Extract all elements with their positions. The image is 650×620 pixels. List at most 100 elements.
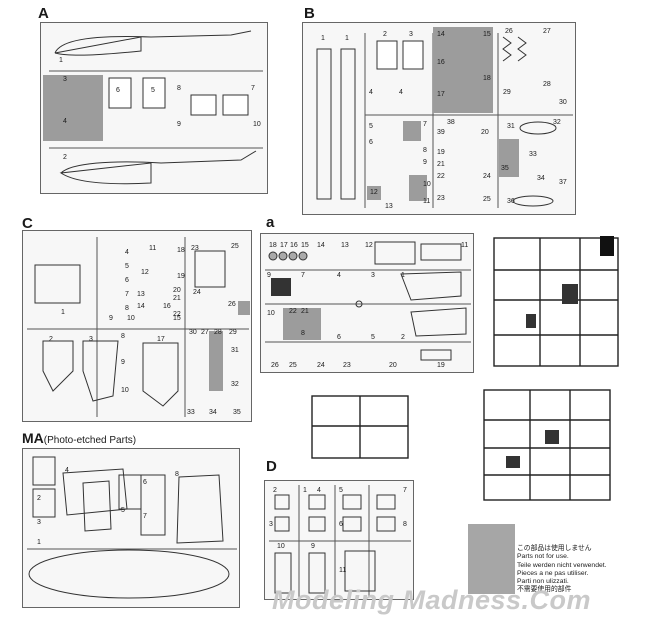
part-label: 7 xyxy=(423,121,427,128)
section-letter-c: C xyxy=(22,215,33,232)
sprue-ma-drawing xyxy=(27,456,237,599)
part-label: 9 xyxy=(267,272,271,279)
part-label: 26 xyxy=(228,301,236,308)
section-letter-a: A xyxy=(38,5,49,22)
part-label: 22 xyxy=(437,173,445,180)
sprue-frame-c: 1 4 5 6 7 8 9 10 11 12 13 14 15 16 18 19… xyxy=(22,230,252,422)
part-label: 19 xyxy=(437,362,445,369)
part-label: 4 xyxy=(125,249,129,256)
watermark: Modeling Madness.Com xyxy=(272,585,592,615)
part-label: 13 xyxy=(341,242,349,249)
part-label: 9 xyxy=(311,543,315,550)
part-label: 8 xyxy=(177,85,181,92)
sprue-d-drawing xyxy=(269,485,411,597)
sprue-frame-b: 1 1 2 3 4 4 14 15 16 18 17 26 27 28 29 3… xyxy=(302,22,576,215)
sprue-frame-ma: 4 2 3 1 5 6 7 8 xyxy=(22,448,240,608)
part-label: 35 xyxy=(501,165,509,172)
part-label: 2 xyxy=(49,336,53,343)
part-label: 3 xyxy=(89,336,93,343)
part-label: 7 xyxy=(251,85,255,92)
part-label: 23 xyxy=(343,362,351,369)
section-letter-ma: MA xyxy=(22,430,44,446)
part-label: 7 xyxy=(143,513,147,520)
part-label: 28 xyxy=(543,81,551,88)
part-label: 10 xyxy=(127,315,135,322)
part-label: 15 xyxy=(173,315,181,322)
part-label: 7 xyxy=(301,272,305,279)
part-label: 3 xyxy=(371,272,375,279)
part-label: 1 xyxy=(61,309,65,316)
part-label: 1 xyxy=(37,539,41,546)
part-label: 18 xyxy=(177,247,185,254)
part-label: 34 xyxy=(537,175,545,182)
part-label: 4 xyxy=(399,89,403,96)
part-label: 6 xyxy=(125,277,129,284)
part-label: 8 xyxy=(301,330,305,337)
part-label: 16 xyxy=(290,242,298,249)
part-label: 15 xyxy=(301,242,309,249)
part-label: 4 xyxy=(65,467,69,474)
part-label: 25 xyxy=(289,362,297,369)
sprue-c-drawing xyxy=(27,237,250,417)
part-label: 22 xyxy=(173,311,181,318)
not-used-legend: この部品は使用しません Parts not for use. Teile wer… xyxy=(517,545,607,595)
section-letter-small-a: a xyxy=(266,214,275,231)
part-label: 26 xyxy=(505,28,513,35)
legend-line: Parti non ulizzati. xyxy=(517,578,569,586)
part-label: 21 xyxy=(173,295,181,302)
legend-line: この部品は使用しません xyxy=(517,545,592,552)
part-label: 2 xyxy=(383,31,387,38)
part-label: 18 xyxy=(483,75,491,82)
section-letter-b: B xyxy=(304,5,315,22)
part-label: 18 xyxy=(269,242,277,249)
part-label: 8 xyxy=(403,521,407,528)
part-label: 25 xyxy=(483,196,491,203)
part-label: 23 xyxy=(191,245,199,252)
sprue-a-drawing xyxy=(43,30,263,185)
part-label: 20 xyxy=(389,362,397,369)
part-label: 21 xyxy=(437,161,445,168)
part-label: 34 xyxy=(209,409,217,416)
part-label: 32 xyxy=(231,381,239,388)
part-label: 7 xyxy=(125,291,129,298)
part-label: 21 xyxy=(301,308,309,315)
legend-line: 不需要使用的部件 xyxy=(517,586,572,594)
part-label: 8 xyxy=(121,333,125,340)
part-label: 16 xyxy=(437,59,445,66)
part-label: 6 xyxy=(116,87,120,94)
part-label: 11 xyxy=(423,198,431,205)
part-label: 10 xyxy=(277,543,285,550)
part-label: 3 xyxy=(37,519,41,526)
part-label: 9 xyxy=(109,315,113,322)
part-label: 2 xyxy=(273,487,277,494)
photo-etched-title: MA(Photo-etched Parts) xyxy=(22,430,136,446)
part-label: 8 xyxy=(175,471,179,478)
part-label: 6 xyxy=(369,139,373,146)
part-label: 10 xyxy=(121,387,129,394)
part-label: 30 xyxy=(189,329,197,336)
part-label: 20 xyxy=(173,287,181,294)
part-label: 13 xyxy=(385,203,393,210)
part-label: 14 xyxy=(317,242,325,249)
part-label: 1 xyxy=(303,487,307,494)
part-label: 2 xyxy=(63,154,67,161)
part-label: 2 xyxy=(37,495,41,502)
part-label: 3 xyxy=(269,521,273,528)
part-label: 13 xyxy=(137,291,145,298)
part-label: 24 xyxy=(193,289,201,296)
part-label: 5 xyxy=(369,123,373,130)
part-label: 10 xyxy=(267,310,275,317)
part-label: 6 xyxy=(143,479,147,486)
part-label: 6 xyxy=(339,521,343,528)
part-label: 3 xyxy=(63,76,67,83)
part-label: 27 xyxy=(201,329,209,336)
part-label: 38 xyxy=(447,119,455,126)
part-label: 5 xyxy=(125,263,129,270)
part-label: 5 xyxy=(151,87,155,94)
section-letter-d: D xyxy=(266,458,277,475)
part-label: 1 xyxy=(321,35,325,42)
part-label: 37 xyxy=(559,179,567,186)
part-label: 39 xyxy=(437,129,445,136)
sprue-b-drawing xyxy=(316,27,573,208)
part-label: 11 xyxy=(339,567,347,574)
